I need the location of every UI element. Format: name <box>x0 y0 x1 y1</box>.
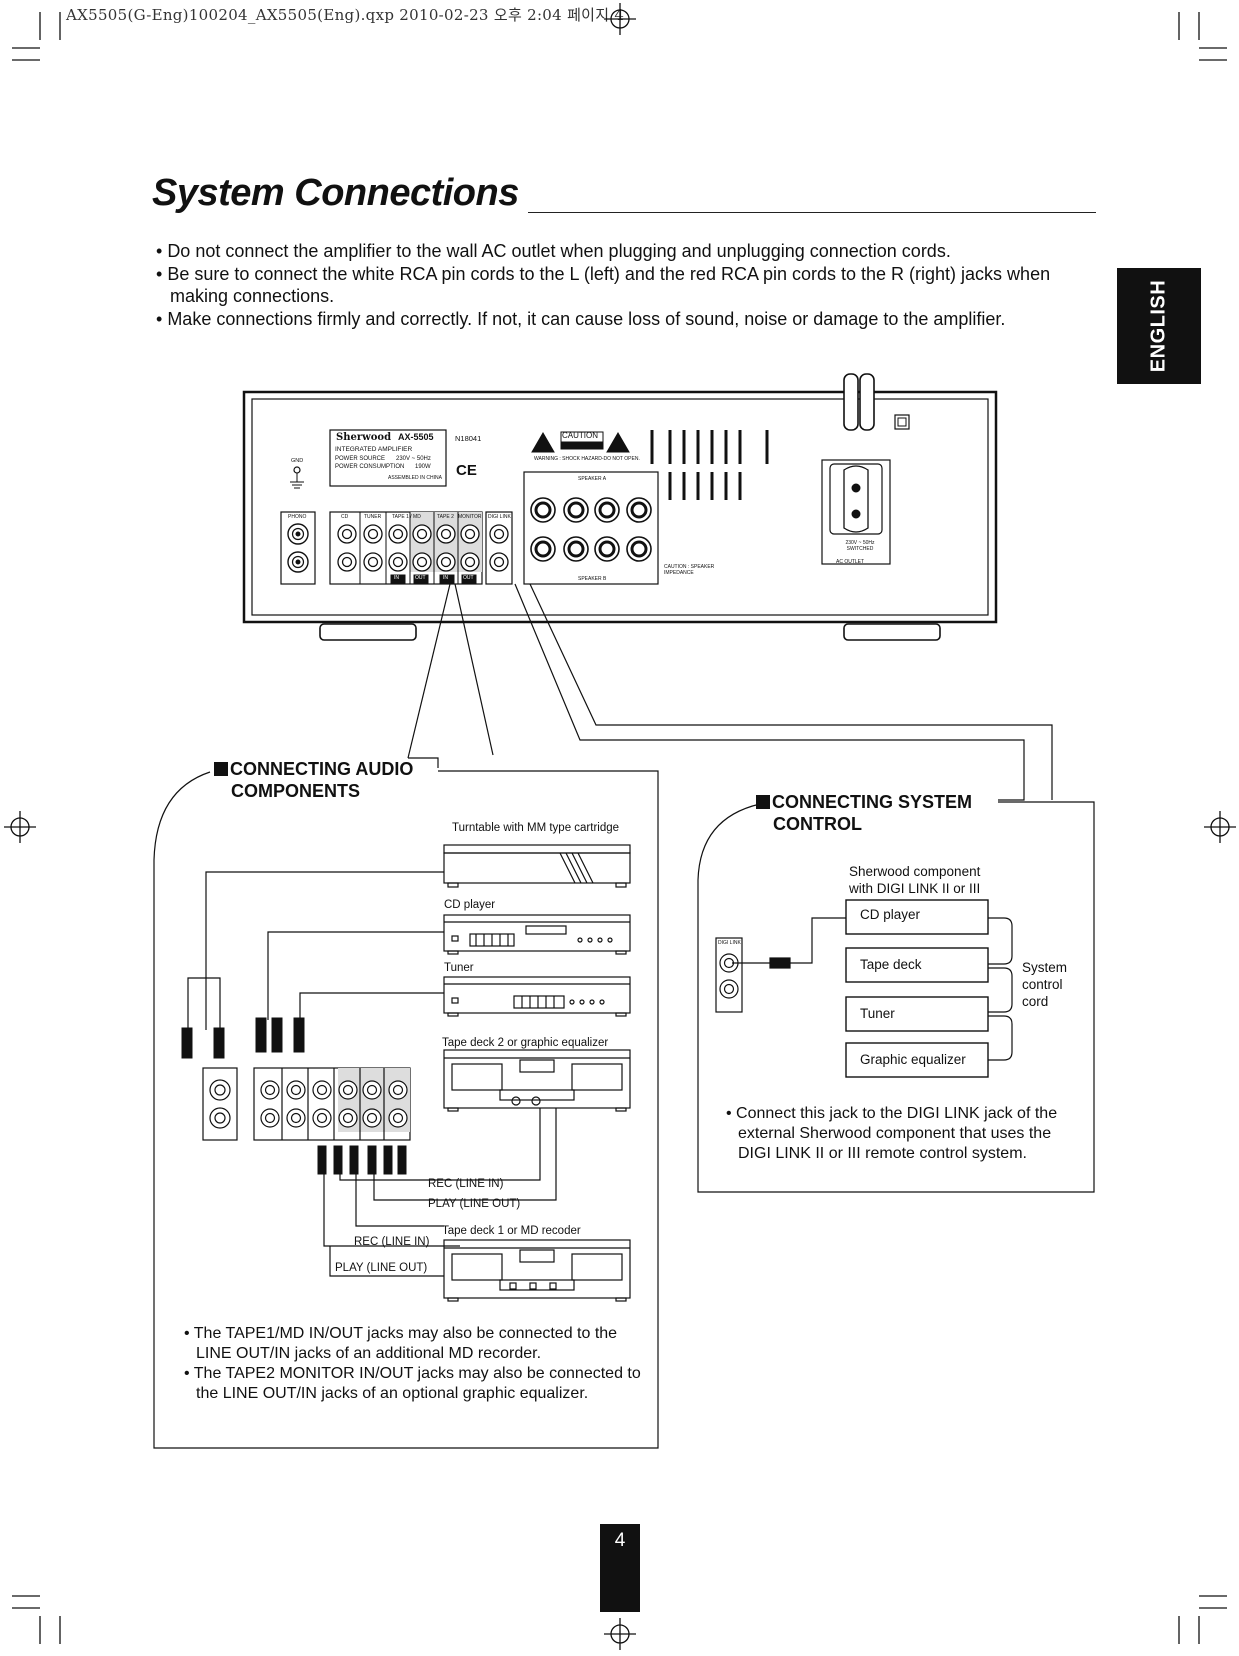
ce-mark: CE <box>456 462 477 479</box>
amp-io-out: OUT <box>415 575 426 581</box>
audio-cables <box>187 871 557 1277</box>
cord-label-1: System <box>1022 960 1068 975</box>
label-tape-deck-1: Tape deck 1 or MD recoder <box>442 1225 581 1237</box>
label-rec-line-in: REC (LINE IN) <box>354 1236 430 1248</box>
amp-brand: Sherwood <box>336 432 392 443</box>
component-tuner: Tuner <box>860 1006 895 1021</box>
label-play-line-out: PLAY (LINE OUT) <box>335 1262 428 1274</box>
intro-bullet: Make connections firmly and correctly. I… <box>156 308 1076 331</box>
amp-input-tape2: TAPE 2 <box>437 514 454 520</box>
tape-deck-2-drawing <box>443 1049 631 1112</box>
amp-ground-label: GND <box>291 458 304 464</box>
amp-power-consumption-value: 190W <box>415 464 431 470</box>
language-tab: ENGLISH <box>1117 268 1201 384</box>
audio-box-notes: The TAPE1/MD IN/OUT jacks may also be co… <box>184 1324 644 1404</box>
speaker-a-label: SPEAKER A <box>578 476 607 482</box>
audio-box-frame <box>153 770 659 1449</box>
amp-made-in: ASSEMBLED IN CHINA <box>388 475 442 481</box>
heading-square-icon <box>214 762 228 776</box>
amp-power-source-label: POWER SOURCE <box>335 456 386 462</box>
component-tape-deck: Tape deck <box>860 957 922 972</box>
speaker-caution: CAUTION : SPEAKER IMPEDANCE <box>664 564 715 576</box>
amp-input-tape1: TAPE 1 / MD <box>392 514 421 520</box>
component-cd-player: CD player <box>860 907 921 922</box>
system-box-notes: Connect this jack to the DIGI LINK jack … <box>726 1104 1076 1164</box>
page-title: System Connections <box>152 172 519 214</box>
digi-link-jack-label: DIGI LINK <box>718 940 741 946</box>
amp-warning: WARNING : SHOCK HAZARD-DO NOT OPEN. <box>534 456 640 462</box>
audio-note: The TAPE2 MONITOR IN/OUT jacks may also … <box>184 1364 644 1404</box>
component-graphic-equalizer: Graphic equalizer <box>860 1052 966 1067</box>
component-caption-2: with DIGI LINK II or III <box>849 881 981 896</box>
amp-model: AX-5505 <box>398 432 434 442</box>
label-turntable: Turntable with MM type cartridge <box>452 822 620 834</box>
label-tape-deck-2: Tape deck 2 or graphic equalizer <box>442 1037 609 1049</box>
amp-caution: CAUTION <box>562 431 598 440</box>
intro-bullets: Do not connect the amplifier to the wall… <box>156 240 1076 330</box>
cord-label-2: control <box>1022 977 1063 992</box>
amp-power-consumption-label: POWER CONSUMPTION <box>335 464 405 470</box>
heading-square-icon <box>756 795 770 809</box>
audio-box-heading: CONNECTING AUDIO COMPONENTS <box>214 758 413 802</box>
component-caption-1: Sherwood component <box>849 864 981 879</box>
system-note: Connect this jack to the DIGI LINK jack … <box>726 1104 1076 1164</box>
amp-io-in: IN <box>394 575 399 581</box>
jack-phono-r <box>287 551 309 573</box>
jack-phono-l <box>287 523 309 545</box>
amp-input-monitor: MONITOR <box>458 514 482 520</box>
label-cd-player: CD player <box>444 899 496 911</box>
ac-outlet-label: AC OUTLET <box>836 559 865 565</box>
title-rule <box>528 212 1096 213</box>
registration-mark <box>604 3 636 35</box>
intro-bullet: Do not connect the amplifier to the wall… <box>156 240 1076 263</box>
amp-input-tuner: TUNER <box>364 514 382 520</box>
label-tuner: Tuner <box>444 962 474 974</box>
system-box-heading: CONNECTING SYSTEM CONTROL <box>756 791 972 835</box>
speaker-b-label: SPEAKER B <box>578 576 607 582</box>
rca-plugs <box>181 1017 407 1175</box>
print-header: AX5505(G-Eng)100204_AX5505(Eng).qxp 2010… <box>66 6 625 24</box>
registration-mark <box>1204 811 1236 843</box>
turntable-drawing <box>443 844 631 888</box>
amplifier-rear-panel <box>242 373 998 641</box>
page-number: 4 <box>614 1530 626 1551</box>
intro-bullet: Be sure to connect the white RCA pin cor… <box>156 263 1076 308</box>
system-box-frame <box>697 801 1095 1193</box>
cd-player-drawing <box>443 914 631 955</box>
registration-mark <box>604 1618 636 1650</box>
callout-lines <box>407 583 1053 801</box>
ac-switched: 230V ~ 50Hz SWITCHED <box>845 540 875 552</box>
amp-io-out: OUT <box>463 575 474 581</box>
page-number-box <box>600 1524 640 1612</box>
amp-input-phono: PHONO <box>288 514 307 520</box>
tape-deck-1-drawing <box>443 1239 631 1302</box>
amp-jack-panel <box>202 1067 411 1141</box>
cord-label-3: cord <box>1022 994 1049 1009</box>
amp-type: INTEGRATED AMPLIFIER <box>335 446 413 453</box>
amp-cert: N18041 <box>455 434 482 443</box>
label-play-line-out: PLAY (LINE OUT) <box>428 1198 521 1210</box>
amp-input-digi-link: DIGI LINK <box>488 514 511 520</box>
registration-mark <box>4 811 36 843</box>
audio-note: The TAPE1/MD IN/OUT jacks may also be co… <box>184 1324 644 1364</box>
amp-power-source-value: 230V ~ 50Hz <box>396 456 431 462</box>
amp-io-in: IN <box>443 575 448 581</box>
amp-input-cd: CD <box>341 514 349 520</box>
label-rec-line-in: REC (LINE IN) <box>428 1178 504 1190</box>
tuner-drawing <box>443 976 631 1017</box>
